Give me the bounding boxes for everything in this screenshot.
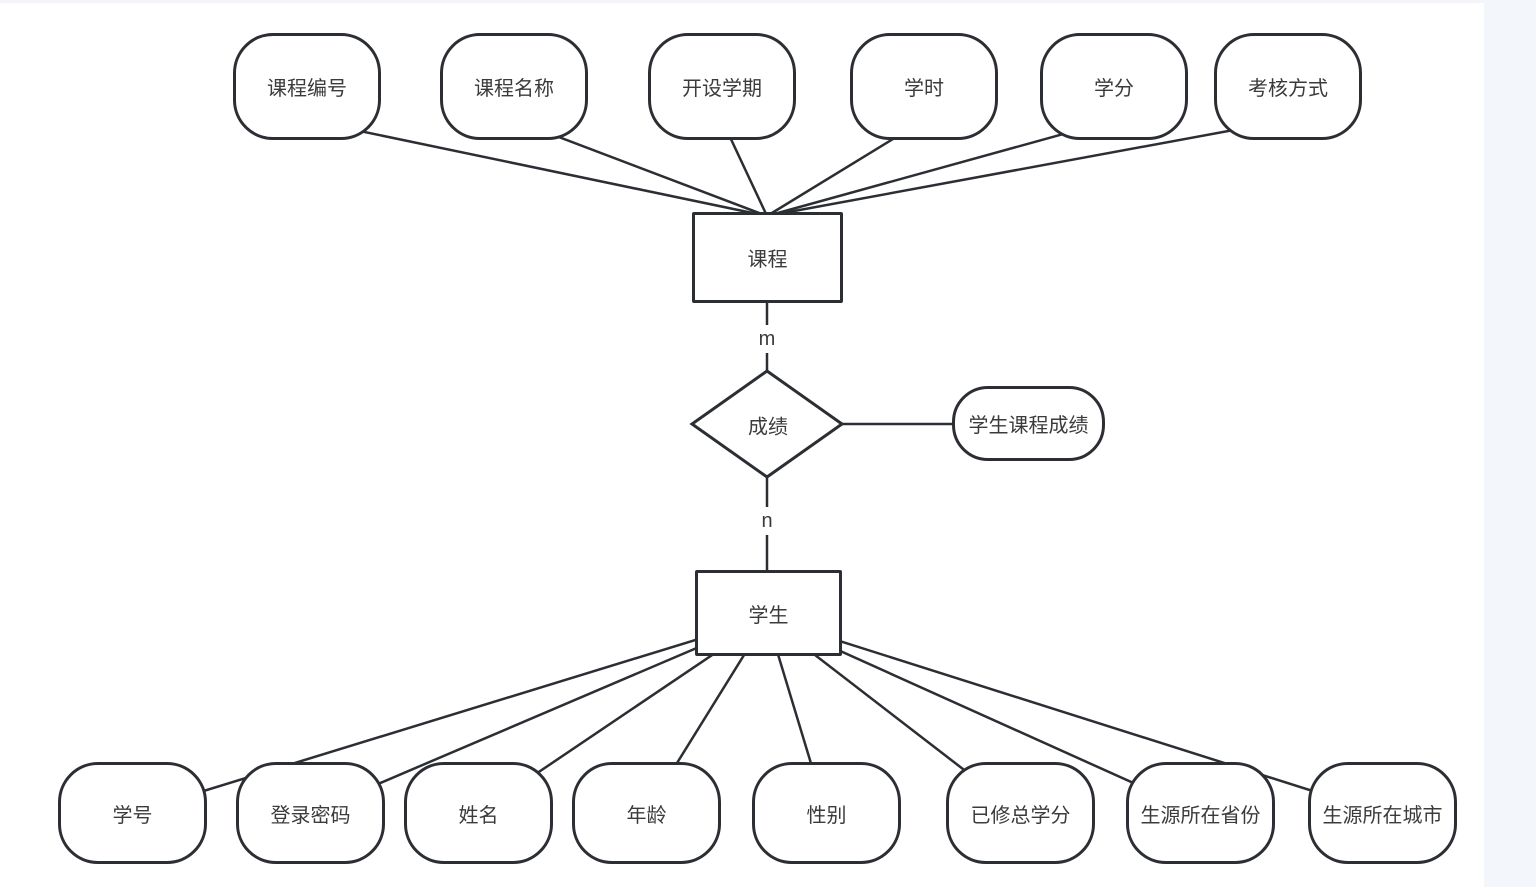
attribute-origin-city[interactable]: 生源所在城市 bbox=[1308, 762, 1457, 864]
attribute-label: 课程编号 bbox=[267, 78, 347, 100]
attribute-student-course-grade[interactable]: 学生课程成绩 bbox=[952, 386, 1105, 461]
attribute-label: 开设学期 bbox=[682, 78, 762, 100]
connector-line bbox=[766, 616, 1383, 815]
attribute-course-credits[interactable]: 学分 bbox=[1040, 33, 1188, 140]
top-edge-strip bbox=[0, 0, 1536, 3]
attribute-label: 生源所在城市 bbox=[1322, 804, 1443, 827]
connector-line bbox=[131, 616, 768, 815]
attribute-name[interactable]: 姓名 bbox=[404, 762, 553, 864]
attribute-label: 生源所在省份 bbox=[1140, 804, 1261, 827]
attribute-label: 登录密码 bbox=[270, 804, 351, 827]
connector-line bbox=[306, 118, 768, 218]
attribute-course-semester[interactable]: 开设学期 bbox=[648, 33, 796, 140]
attribute-label: 性别 bbox=[806, 804, 847, 827]
attribute-label: 已修总学分 bbox=[970, 804, 1071, 827]
attribute-gender[interactable]: 性别 bbox=[752, 762, 901, 864]
attribute-course-hours[interactable]: 学时 bbox=[850, 33, 998, 140]
relationship-diamond-shape[interactable] bbox=[689, 369, 845, 479]
attribute-course-name[interactable]: 课程名称 bbox=[440, 33, 588, 140]
attribute-label: 学号 bbox=[112, 804, 153, 827]
cardinality-n-label: n bbox=[756, 507, 778, 535]
entity-student[interactable]: 学生 bbox=[695, 570, 842, 656]
attribute-label: 年龄 bbox=[626, 804, 667, 827]
connector-line bbox=[766, 118, 1289, 218]
attribute-label: 学时 bbox=[904, 78, 944, 100]
attribute-login-password[interactable]: 登录密码 bbox=[236, 762, 385, 864]
attribute-label: 课程名称 bbox=[474, 78, 554, 100]
attribute-label: 学分 bbox=[1094, 78, 1134, 100]
connector-line bbox=[309, 616, 768, 815]
attribute-course-id[interactable]: 课程编号 bbox=[233, 33, 381, 140]
canvas-right-gutter bbox=[1484, 0, 1536, 887]
entity-course[interactable]: 课程 bbox=[692, 212, 843, 303]
connector-line bbox=[766, 118, 1115, 218]
attribute-origin-province[interactable]: 生源所在省份 bbox=[1126, 762, 1275, 864]
entity-label: 学生 bbox=[748, 604, 789, 627]
attribute-label: 考核方式 bbox=[1248, 78, 1328, 100]
attribute-age[interactable]: 年龄 bbox=[572, 762, 721, 864]
attribute-label: 学生课程成绩 bbox=[968, 415, 1089, 437]
cardinality-m-label: m bbox=[753, 325, 781, 353]
relationship-label: 成绩 bbox=[748, 416, 788, 439]
attribute-student-id[interactable]: 学号 bbox=[58, 762, 207, 864]
entity-label: 课程 bbox=[747, 249, 788, 271]
attribute-total-credits[interactable]: 已修总学分 bbox=[946, 762, 1095, 864]
attribute-label: 姓名 bbox=[458, 804, 499, 827]
attribute-assessment-method[interactable]: 考核方式 bbox=[1214, 33, 1362, 140]
